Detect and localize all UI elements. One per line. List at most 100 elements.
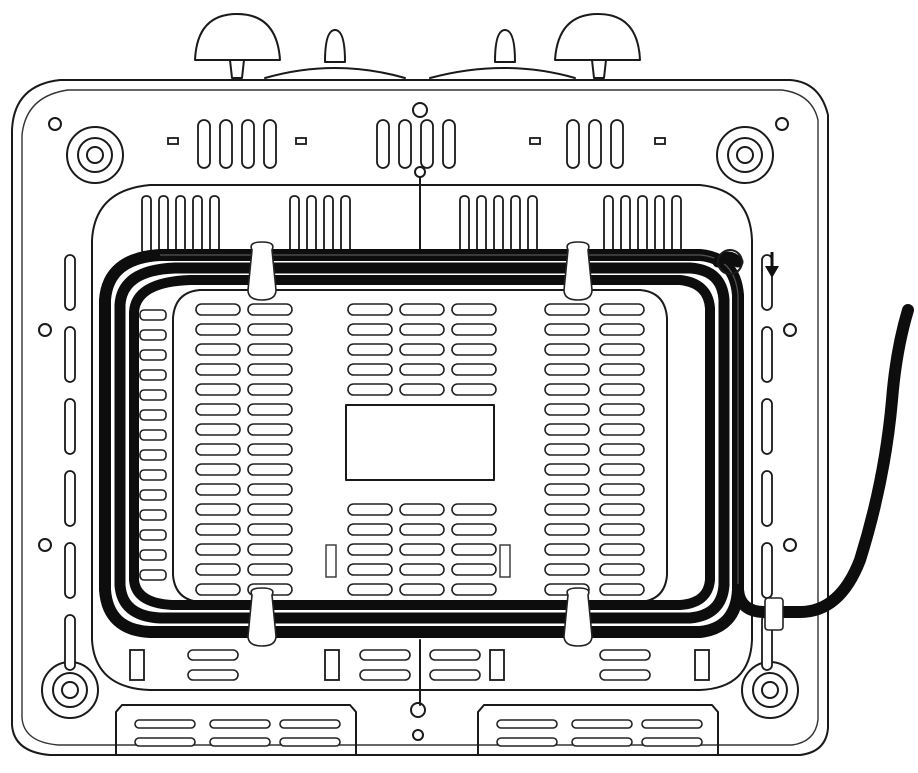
side-vent-left bbox=[64, 326, 76, 383]
arrow-down-icon bbox=[765, 252, 779, 278]
top-vent-slot bbox=[219, 119, 233, 169]
plate-vent-pill bbox=[599, 583, 645, 596]
right-dome-antenna bbox=[554, 13, 641, 61]
plate-vent-pill bbox=[544, 443, 590, 456]
top-vent-slot bbox=[610, 119, 624, 169]
plate-vent-pill bbox=[599, 363, 645, 376]
tray-vent-slot bbox=[637, 195, 648, 255]
plate-vent-pill bbox=[544, 303, 590, 316]
top-vent-slot bbox=[588, 119, 602, 169]
plate-vent-pill bbox=[347, 323, 393, 336]
housing-outer bbox=[11, 79, 829, 756]
plate-vent-pill bbox=[599, 523, 645, 536]
clip-top-left bbox=[247, 241, 277, 301]
top-vent-slot bbox=[263, 119, 277, 169]
plate-vent-pill bbox=[599, 503, 645, 516]
latch-slot bbox=[694, 649, 710, 681]
plate-vent-pill bbox=[399, 583, 445, 596]
plate-vent-pill bbox=[347, 523, 393, 536]
foot-top-right-hub bbox=[736, 146, 754, 164]
plate-vent-pill bbox=[195, 403, 241, 416]
foot-bottom-left-hub bbox=[61, 681, 79, 699]
bottom-vent-pill bbox=[359, 669, 411, 681]
plate-vent-pill bbox=[544, 483, 590, 496]
side-vent-right bbox=[761, 398, 773, 455]
plate-vent-pill bbox=[544, 343, 590, 356]
pad-groove bbox=[641, 719, 703, 729]
latch-slot bbox=[324, 649, 340, 681]
cord-exit-clip bbox=[764, 597, 784, 631]
plate-vent-pill bbox=[347, 583, 393, 596]
bottom-vent-pill bbox=[359, 649, 411, 661]
foot-top-left-inner bbox=[77, 137, 113, 173]
tray-vent-slot bbox=[192, 195, 203, 255]
screws bbox=[38, 102, 797, 741]
plate-vent-pill bbox=[247, 303, 293, 316]
pad-groove bbox=[209, 737, 271, 747]
vent-tick bbox=[654, 137, 666, 145]
foot-bottom-right-hub bbox=[761, 681, 779, 699]
plate-vent-pill bbox=[599, 543, 645, 556]
tray-vent-slot bbox=[527, 195, 538, 255]
pad-groove bbox=[279, 719, 341, 729]
plate-vent-pill bbox=[195, 323, 241, 336]
plate-vent-pill bbox=[195, 443, 241, 456]
plate-vent-pill bbox=[399, 503, 445, 516]
side-vent-slots bbox=[64, 254, 773, 671]
vent-tick bbox=[529, 137, 541, 145]
plate-vent-pill bbox=[451, 323, 497, 336]
plate-edge-vent bbox=[139, 389, 167, 401]
screw bbox=[783, 323, 797, 337]
cord-anchor bbox=[717, 249, 743, 275]
side-vent-left bbox=[64, 542, 76, 599]
tray-vent-slot bbox=[603, 195, 614, 255]
tray-vent-slot bbox=[654, 195, 665, 255]
foot-bottom-right-inner bbox=[752, 672, 788, 708]
plate-vent-pill bbox=[347, 343, 393, 356]
tray-vent-slot bbox=[510, 195, 521, 255]
plate-tab-right bbox=[499, 544, 511, 578]
plate-vent-pill bbox=[544, 543, 590, 556]
plate-vent-pill bbox=[599, 483, 645, 496]
plate-vent-pill bbox=[247, 463, 293, 476]
plate-vent-pill bbox=[247, 423, 293, 436]
plate-vent-pill bbox=[195, 383, 241, 396]
screw bbox=[783, 538, 797, 552]
plate-vent-pill bbox=[399, 563, 445, 576]
plate-vent-pill bbox=[544, 383, 590, 396]
plate-vent-pill bbox=[195, 543, 241, 556]
foot-top-left bbox=[66, 126, 124, 184]
plate-vent-pill bbox=[544, 363, 590, 376]
plate-vent-pill bbox=[544, 523, 590, 536]
plate-vent-pill bbox=[451, 303, 497, 316]
plate-vent-pill bbox=[247, 483, 293, 496]
recess-tray bbox=[91, 184, 753, 691]
foot-bottom-right bbox=[741, 661, 799, 719]
plate-vent-pill bbox=[195, 563, 241, 576]
left-knob-base bbox=[264, 67, 406, 79]
foot-bottom-left-inner bbox=[52, 672, 88, 708]
tray-vent-slot bbox=[620, 195, 631, 255]
cord-lead bbox=[732, 304, 914, 618]
plate-vent-pill bbox=[544, 323, 590, 336]
tray-vent-slot bbox=[323, 195, 334, 255]
tray-vent-slot bbox=[459, 195, 470, 255]
plate-vent-pill bbox=[247, 343, 293, 356]
left-small-knob bbox=[324, 29, 346, 63]
plate-edge-vent bbox=[139, 569, 167, 581]
plate-vent-pill bbox=[247, 523, 293, 536]
housing-inner-edge bbox=[21, 89, 819, 746]
plate-vent-pill bbox=[247, 563, 293, 576]
top-vent-slot bbox=[442, 119, 456, 169]
plate-edge-vent bbox=[139, 549, 167, 561]
clip-bottom-left bbox=[247, 587, 277, 647]
screw bbox=[775, 117, 789, 131]
screw bbox=[412, 102, 428, 118]
plate-vent-pill bbox=[399, 323, 445, 336]
vent-tick bbox=[167, 137, 179, 145]
pad-groove bbox=[279, 737, 341, 747]
tray-vent-slot bbox=[493, 195, 504, 255]
plate-vent-pill bbox=[247, 443, 293, 456]
screw bbox=[38, 538, 52, 552]
plate-vent-pill bbox=[599, 423, 645, 436]
